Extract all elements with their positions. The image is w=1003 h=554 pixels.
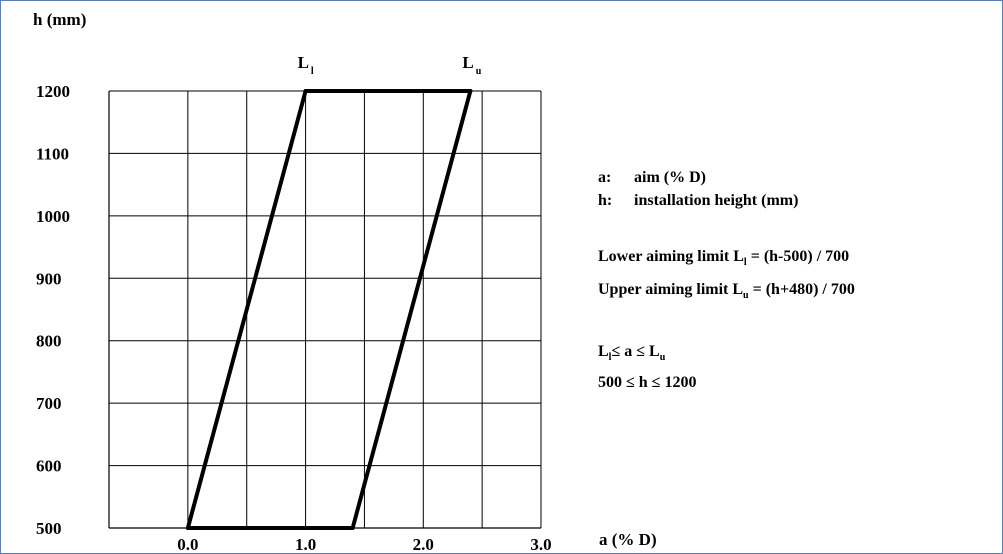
x-tick-label: 1.0 <box>295 535 316 553</box>
x-tick-label: 2.0 <box>413 535 434 553</box>
upper-limit-prefix: Upper aiming limit L <box>598 281 744 298</box>
x-tick-label: 3.0 <box>530 535 551 553</box>
y-tick-label: 1000 <box>36 207 70 226</box>
y-tick-label: 900 <box>36 269 62 288</box>
aim-inequality-mid: ≤ a ≤ L <box>611 343 660 360</box>
x-axis-title: a (% D) <box>599 530 657 549</box>
tick-labels: 500 600 700 800 900 1000 1100 1200 0.0 1.0 2.0 3.0 <box>36 82 552 553</box>
lower-limit-suffix: = (h-500) / 700 <box>746 248 850 265</box>
definition-a-symbol: a: <box>598 169 612 186</box>
x-tick-label: 0.0 <box>177 535 198 553</box>
series-label-subscript: l <box>311 66 314 77</box>
lower-limit-sub: l <box>743 257 747 268</box>
definition-a-text: aim (% D) <box>634 169 706 186</box>
upper-limit-suffix: = (h+480) / 700 <box>748 281 855 298</box>
aim-inequality-l: L <box>598 343 609 360</box>
y-tick-label: 700 <box>36 394 62 413</box>
aim-inequality-usub: u <box>659 352 666 363</box>
y-tick-label: 1200 <box>36 82 70 101</box>
lower-limit-formula: Lower aiming limit Ll = (h-500) / 700 <box>598 248 850 268</box>
grid <box>109 90 542 529</box>
series-label-subscript: u <box>476 66 482 77</box>
definition-h: h: installation height (mm) <box>598 192 798 210</box>
y-tick-label: 800 <box>36 332 62 351</box>
height-inequality: 500 ≤ h ≤ 1200 <box>598 374 697 391</box>
axes <box>108 91 541 529</box>
definition-h-symbol: h: <box>598 192 613 209</box>
y-axis-title: h (mm) <box>33 10 86 29</box>
lower-limit-prefix: Lower aiming limit L <box>598 248 744 265</box>
series-line-ll <box>185 89 308 530</box>
aim-inequality: Ll≤ a ≤ Lu <box>598 343 666 363</box>
aim-inequality-lsub: l <box>608 352 612 363</box>
definition-a: a: aim (% D) <box>598 169 706 187</box>
y-tick-label: 1100 <box>36 144 69 163</box>
y-tick-label: 600 <box>36 457 62 476</box>
series-line-lu <box>350 89 473 530</box>
upper-limit-formula: Upper aiming limit Lu = (h+480) / 700 <box>598 281 855 301</box>
y-tick-label: 500 <box>36 519 62 538</box>
definition-h-text: installation height (mm) <box>634 192 799 209</box>
upper-limit-sub: u <box>743 290 749 301</box>
series <box>185 89 473 530</box>
